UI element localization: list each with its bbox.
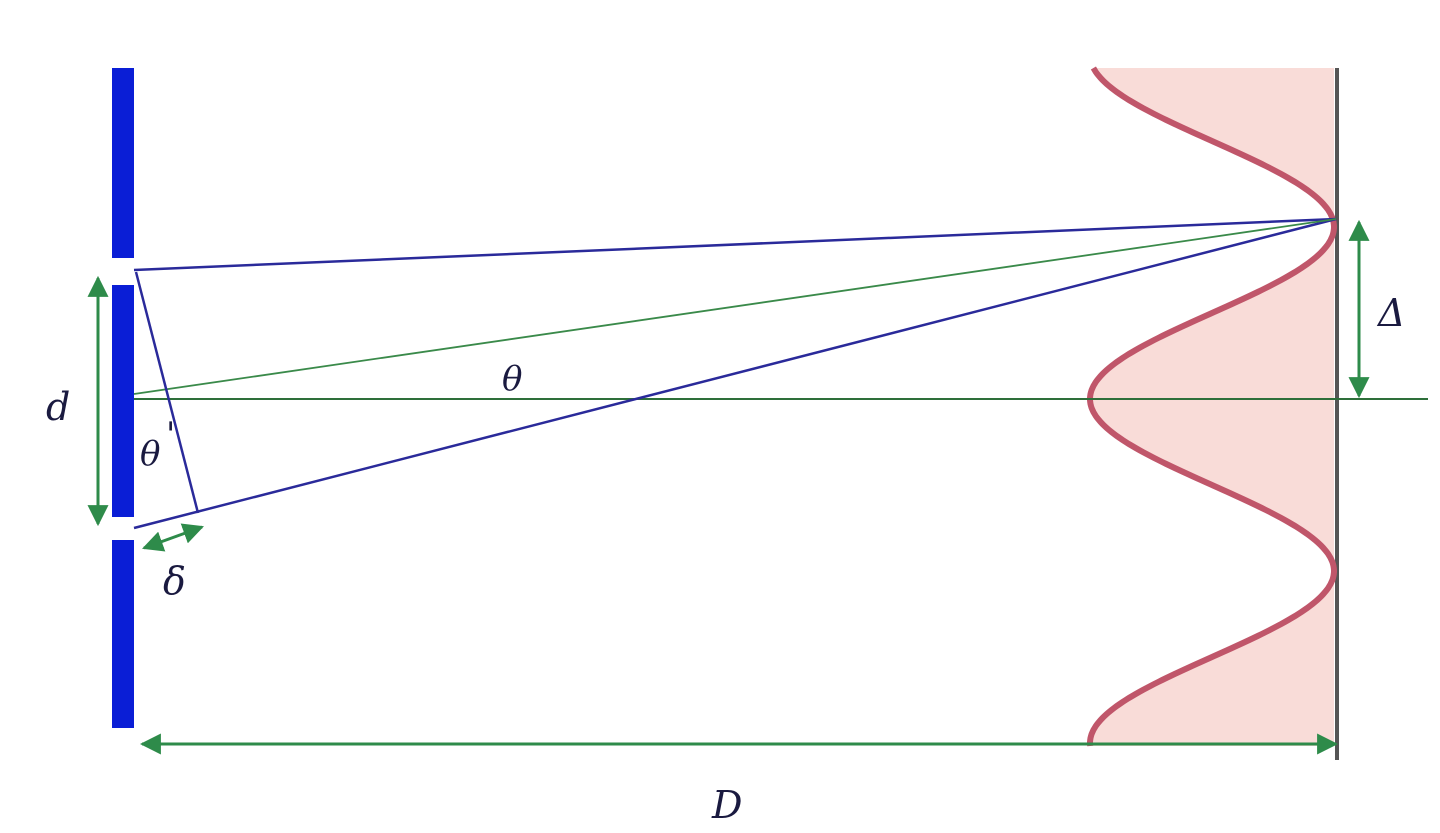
label-D: D [711,783,742,827]
perpendicular-line [134,271,200,514]
barrier-bottom-segment [112,540,134,728]
ray-upper-slit [133,217,1337,272]
barrier-top-segment [112,68,134,258]
intensity-curve [1087,66,1337,747]
label-delta: δ [163,559,186,603]
ray-lower-slit [133,217,1337,530]
intensity-fill [1090,68,1334,746]
ray-midpoint [133,218,1337,395]
label-Delta: Δ [1376,291,1405,335]
label-theta-slit: θ [140,434,160,474]
label-d: d [46,385,70,429]
label-theta-prime-mark: ' [166,415,175,455]
label-theta-axis: θ [502,359,522,399]
delta-dimension-arrow [142,523,204,552]
barrier-middle-segment [112,285,134,517]
